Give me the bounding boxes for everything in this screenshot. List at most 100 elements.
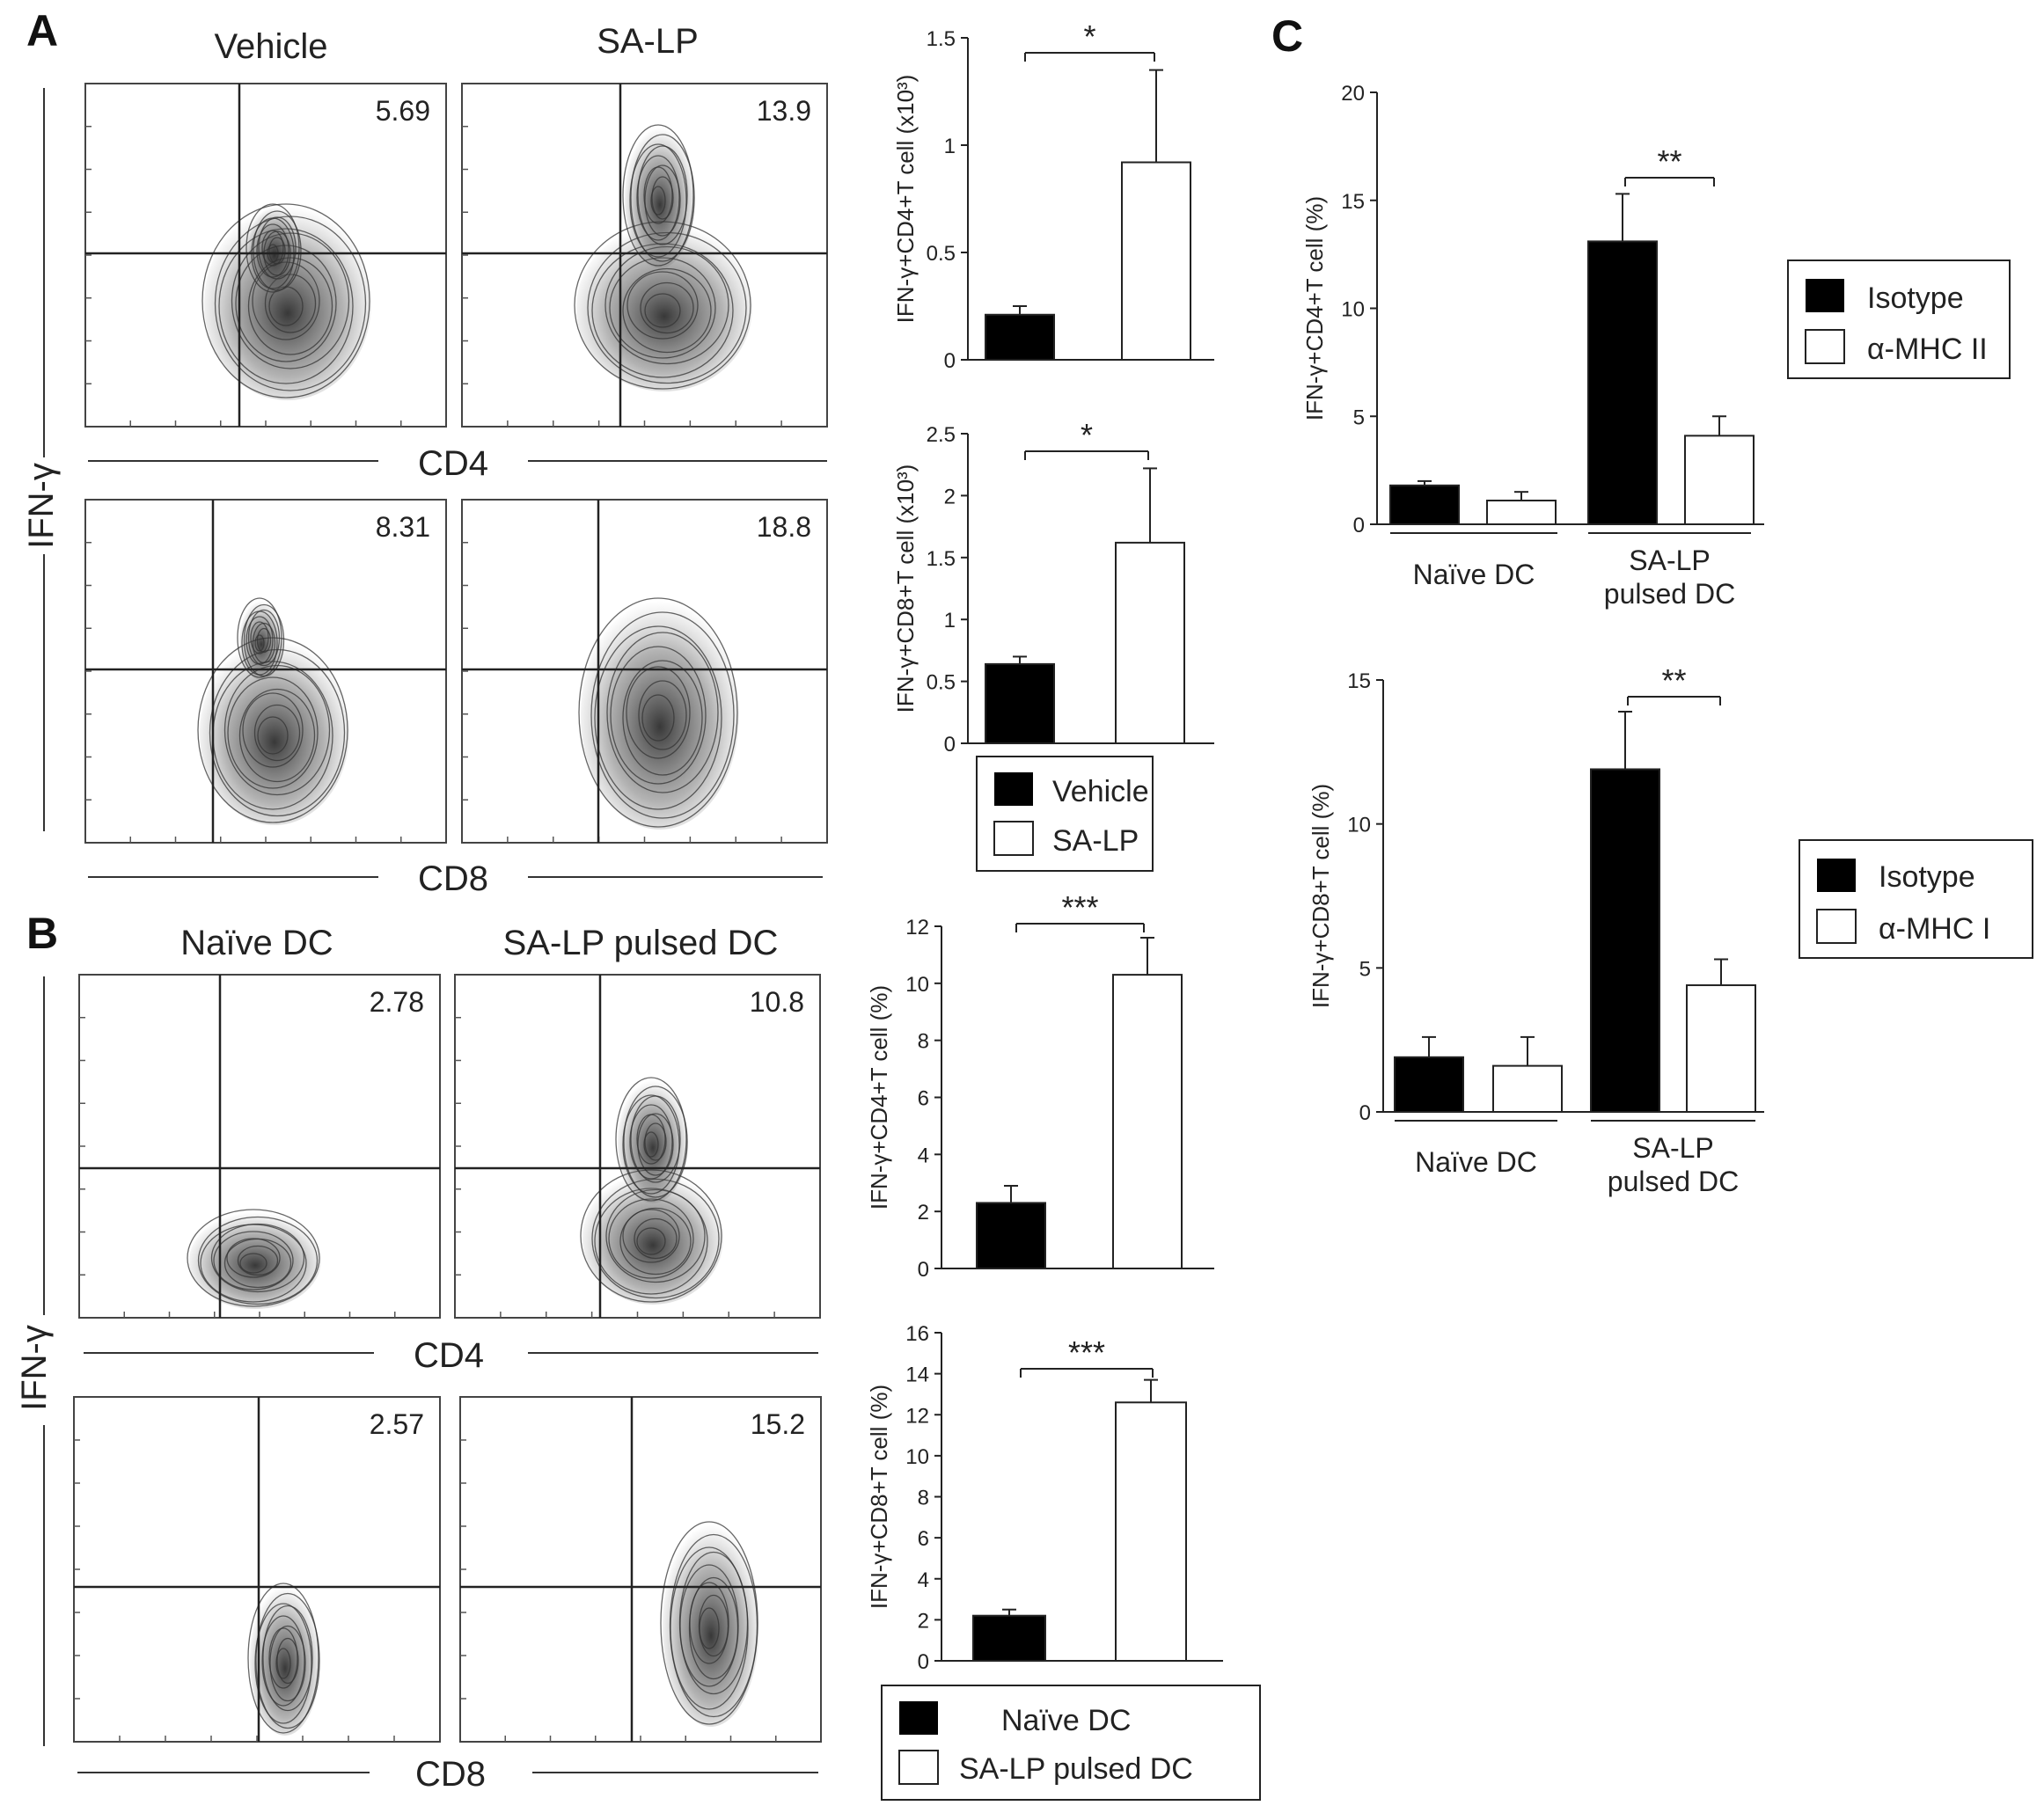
y-tick-label: 2 xyxy=(918,1201,929,1225)
y-tick-label: 8 xyxy=(918,1030,929,1054)
contour-line xyxy=(622,660,703,776)
group-label: SA-LP xyxy=(1629,545,1710,576)
bar-open xyxy=(1115,541,1185,744)
contour-line xyxy=(256,223,289,278)
contour-line xyxy=(641,694,675,742)
contour-line xyxy=(237,597,282,678)
legend-c2-swatch-filled xyxy=(1817,859,1856,892)
cd8-axis-label-a: CD8 xyxy=(418,859,488,898)
group-label: pulsed DC xyxy=(1608,1166,1739,1197)
contour-line xyxy=(269,1625,306,1702)
contour-line xyxy=(622,1094,680,1195)
ifn-axis-label-a: IFN-γ xyxy=(22,463,61,549)
contour-line xyxy=(253,704,301,762)
cd4-axis-label-a: CD4 xyxy=(418,444,488,483)
significance-marker: * xyxy=(1083,18,1095,55)
contour-line xyxy=(590,611,735,819)
y-tick-label: 10 xyxy=(1347,814,1371,837)
y-axis-label: IFN-γ+CD8+T cell (%) xyxy=(1308,784,1334,1008)
legend-b: Naïve DC SA-LP pulsed DC xyxy=(881,1685,1261,1801)
contour-line xyxy=(606,632,719,793)
bar-filled xyxy=(976,1202,1046,1269)
contour-line xyxy=(644,293,681,328)
bar-filled xyxy=(1389,484,1460,525)
contour-density xyxy=(663,1524,759,1727)
y-axis-label: IFN-γ+CD8+T cell (x10³) xyxy=(892,464,919,713)
significance-marker: *** xyxy=(1061,889,1098,925)
cd4-axis-label-b: CD4 xyxy=(414,1336,484,1375)
contour-line xyxy=(629,1104,673,1180)
y-tick-label: 6 xyxy=(918,1527,929,1551)
flow-plot-b-cd8-naive: 2.57 xyxy=(73,1396,441,1743)
panel-label-a: A xyxy=(26,6,58,55)
contour-line xyxy=(237,1245,279,1276)
y-tick-label: 10 xyxy=(905,1445,929,1469)
group-label: Naïve DC xyxy=(1413,559,1535,590)
contour-line xyxy=(634,1217,678,1260)
bar-open xyxy=(1115,1401,1187,1662)
significance-marker: ** xyxy=(1657,143,1681,179)
contour-line xyxy=(245,203,300,293)
quadrant-percentage: 8.31 xyxy=(376,511,430,543)
contour-line xyxy=(619,1207,692,1276)
contour-line xyxy=(688,1576,739,1680)
group-label: Naïve DC xyxy=(1415,1146,1537,1178)
y-tick-label: 15 xyxy=(1347,669,1371,693)
y-tick-label: 1.5 xyxy=(927,547,956,571)
contour-density xyxy=(250,1586,320,1736)
contour-line xyxy=(256,627,272,654)
contour-line xyxy=(238,688,316,783)
flow-plot-a-cd4-salp: 13.9 xyxy=(461,83,828,428)
bar-filled xyxy=(972,1614,1046,1663)
contour-line xyxy=(254,634,265,652)
legend-a-label-1: Vehicle xyxy=(1052,775,1149,808)
quadrant-percentage: 2.78 xyxy=(370,986,424,1018)
bar-open xyxy=(1486,499,1557,525)
contour-line xyxy=(650,186,666,216)
group-label: SA-LP xyxy=(1632,1132,1713,1164)
y-tick-label: 0 xyxy=(1353,514,1365,537)
flow-plot-a-cd8-vehicle: 8.31 xyxy=(84,499,447,844)
bar-filled xyxy=(985,662,1055,744)
y-axis-label: IFN-γ+CD4+T cell (x10³) xyxy=(892,75,919,324)
legend-a-swatch-open xyxy=(993,821,1034,856)
legend-b-swatch-filled xyxy=(899,1701,938,1735)
contour-line xyxy=(242,692,304,768)
bar-filled xyxy=(1394,1056,1464,1113)
legend-c1: Isotype α-MHC II xyxy=(1787,260,2011,379)
contour-line xyxy=(201,203,370,398)
contour-line xyxy=(255,1592,320,1729)
contour-line xyxy=(247,609,281,667)
y-tick-label: 6 xyxy=(918,1087,929,1111)
legend-a: Vehicle SA-LP xyxy=(976,756,1154,872)
contour-line xyxy=(261,230,284,267)
bar-filled xyxy=(1587,240,1658,525)
quadrant-percentage: 13.9 xyxy=(757,95,811,127)
contour-line xyxy=(629,143,687,258)
contour-line xyxy=(247,1583,319,1734)
contour-line xyxy=(637,145,688,245)
contour-line xyxy=(615,1077,687,1202)
contour-line xyxy=(276,1637,299,1685)
bar-filled xyxy=(985,313,1055,362)
contour-line xyxy=(651,176,674,220)
y-tick-label: 10 xyxy=(1341,298,1365,322)
contour-line xyxy=(250,621,269,654)
y-tick-label: 15 xyxy=(1341,190,1365,214)
bar-filled xyxy=(1590,768,1660,1113)
contour-line xyxy=(243,603,285,677)
y-tick-label: 16 xyxy=(905,1322,929,1346)
contour-line xyxy=(262,1605,313,1712)
contour-line xyxy=(622,267,712,354)
contour-line xyxy=(226,1238,281,1278)
contour-line xyxy=(275,1648,291,1679)
group-label: pulsed DC xyxy=(1604,578,1735,610)
legend-c1-label-2: α-MHC II xyxy=(1867,333,1988,366)
